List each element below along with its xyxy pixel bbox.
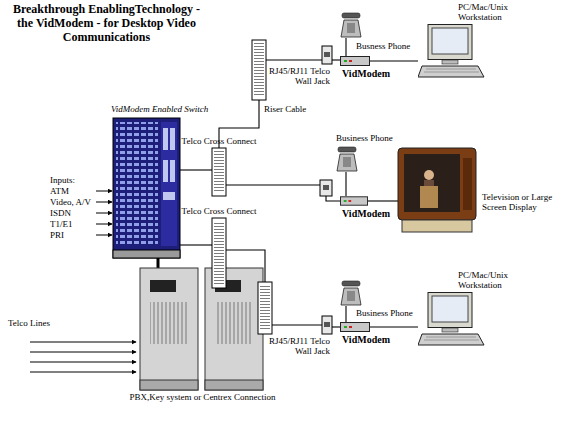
workstation: PC/Mac/Unix Workstation <box>418 24 486 78</box>
node-label: Telco Cross Connect <box>179 206 259 216</box>
node-label: VidModem Enabled Switch <box>111 104 208 114</box>
input-arrows <box>96 191 112 235</box>
cross-connect: Telco Cross Connect <box>212 148 226 196</box>
switch-chassis <box>113 118 180 258</box>
television: Television or Large Screen Display <box>398 148 476 232</box>
telco-line-arrows <box>30 342 136 372</box>
node-label: RJ45/RJ11 Telco Wall Jack <box>260 336 330 357</box>
node-label: Busness Phone <box>356 41 410 51</box>
cross-connect-panels <box>212 40 272 334</box>
annotation-label: Video, A/V <box>50 197 91 207</box>
vidmodem: VidModem <box>340 196 368 206</box>
phone: Busness Phone <box>340 12 362 38</box>
node-label: VidModem <box>342 208 390 220</box>
wire-connector <box>370 60 418 61</box>
wire-connector <box>345 38 346 56</box>
wire-connector <box>332 59 340 60</box>
television-set <box>398 148 476 232</box>
node-label: VidModem <box>342 334 390 346</box>
pbx-cabinets <box>140 268 263 390</box>
pbx-box: PBX,Key system or Centrex Connection <box>140 268 265 390</box>
annotation-label: Telco Lines <box>8 318 50 328</box>
node-label: PC/Mac/Unix Workstation <box>458 270 520 291</box>
wire-connector <box>370 326 418 327</box>
node-label: PBX,Key system or Centrex Connection <box>120 392 285 402</box>
vidmodem: VidModem <box>340 56 370 66</box>
annotation-label: PRI <box>50 230 64 240</box>
annotation-label: Inputs: <box>50 175 75 185</box>
workstation: PC/Mac/Unix Workstation <box>418 292 486 346</box>
wire-connector <box>180 169 212 170</box>
node-label: VidModem <box>342 68 390 80</box>
annotation-label: ATM <box>50 186 69 196</box>
phone: Business Phone <box>336 146 358 172</box>
wire-connector <box>180 244 212 245</box>
wire-connector <box>157 258 160 268</box>
wire-connector <box>332 326 340 327</box>
wire-connector <box>345 306 346 322</box>
wall-jacks <box>320 46 332 334</box>
node-label: PC/Mac/Unix Workstation <box>458 2 520 23</box>
wall-jack: RJ45/RJ11 Telco Wall Jack <box>322 46 332 64</box>
node-label: Business Phone <box>336 133 393 143</box>
switch-box: VidModem Enabled Switch <box>113 118 180 258</box>
cross-connect: Telco Cross Connect <box>212 218 226 288</box>
wire-connector <box>345 172 346 196</box>
vidmodem-units <box>340 57 369 332</box>
node-label: Television or Large Screen Display <box>482 192 554 213</box>
wall-jack: RJ45/RJ11 Telco Wall Jack <box>322 316 332 334</box>
node-label: Telco Cross Connect <box>179 136 259 146</box>
annotation-label: T1/E1 <box>50 219 73 229</box>
vidmodem: VidModem <box>340 322 370 332</box>
node-label: Business Phone <box>356 308 413 318</box>
annotation-label: Riser Cable <box>264 104 306 114</box>
diagram-title: Breakthrough EnablingTechnology - the Vi… <box>4 3 209 44</box>
wire-connector <box>368 200 398 201</box>
node-label: RJ45/RJ11 Telco Wall Jack <box>260 66 330 87</box>
phone: Business Phone <box>340 280 362 306</box>
annotation-label: ISDN <box>50 208 71 218</box>
